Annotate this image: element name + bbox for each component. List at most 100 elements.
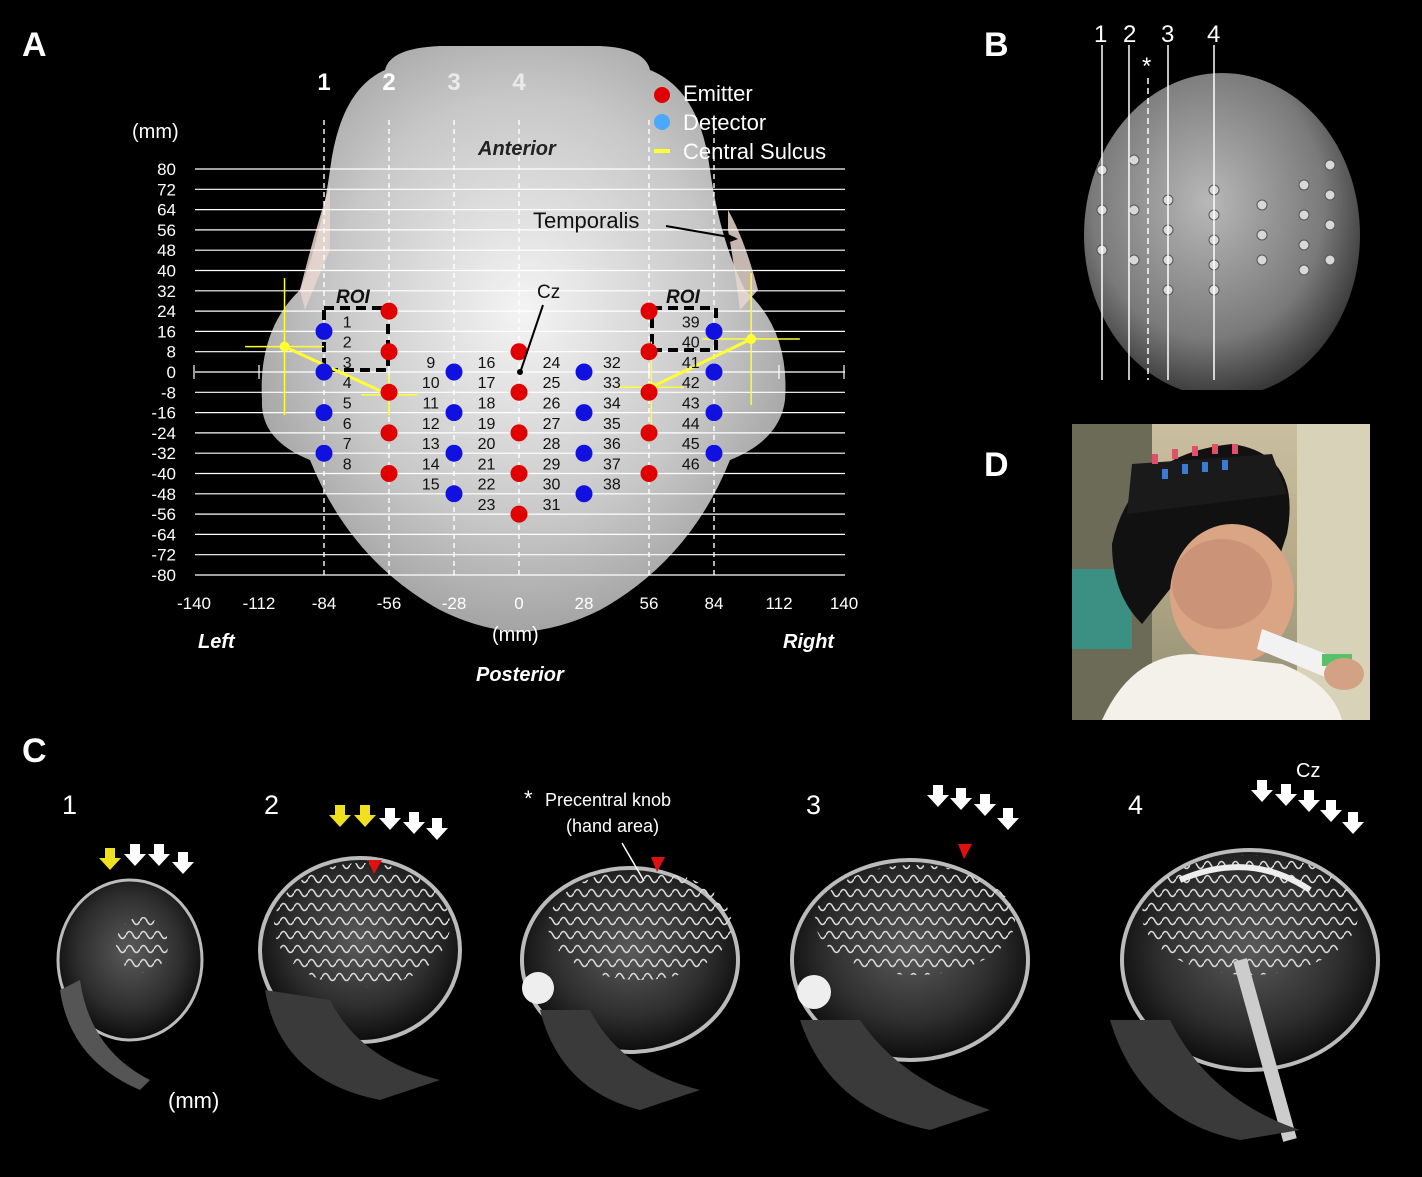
channel-label: 46 [682,456,700,473]
y-tick-label: -16 [151,404,176,423]
legend-detector-label: Detector [683,110,766,135]
detector-dot [445,485,463,503]
roi-box-left [322,306,390,372]
channel-label: 25 [543,375,561,392]
legend-emitter-dot [654,87,670,103]
down-arrow [124,844,146,866]
channel-label: 34 [603,395,621,412]
detector-dot [315,404,333,422]
channel-label: 6 [343,416,352,433]
y-tick-label: 80 [157,160,176,179]
mm-label-c: (mm) [168,1088,220,1113]
red-marker-precentral [651,857,665,872]
y-tick-label: 64 [157,201,176,220]
emitter-dot [640,343,658,361]
b-label-3: 3 [1161,21,1174,48]
mri-label-3: 3 [806,790,822,820]
detector-dot [575,363,593,381]
sulcus-point [279,341,290,352]
y-tick-label: -24 [151,424,176,443]
channel-label: 29 [543,456,561,473]
head-render: 1 2 3 4 * [1072,20,1372,397]
column-label: 2 [382,69,395,96]
right-label: Right [783,631,835,653]
x-tick-label: -140 [177,594,211,613]
y-tick-label: 32 [157,282,176,301]
down-arrow [426,818,448,840]
channel-label: 22 [478,477,496,494]
b-optode-knob [1128,204,1140,216]
b-label-1: 1 [1094,21,1107,48]
y-tick-label: 56 [157,221,176,240]
emitter-dot [510,465,528,482]
precentral-star: * [524,786,533,811]
mri-label-4: 4 [1128,790,1144,820]
emitter-dot [510,383,528,401]
mri-slices [56,780,1380,1142]
y-tick-label: -32 [151,444,176,463]
down-arrow [1275,784,1297,806]
mri-slice-1 [56,878,204,1090]
x-tick-label: -28 [442,594,467,613]
cz-pointer [520,304,544,371]
down-arrow [997,808,1019,830]
detector-dot [705,404,723,422]
head-silhouette [261,46,786,632]
channel-label: 23 [478,497,496,514]
temporalis-left [300,185,330,310]
down-arrow [1298,790,1320,812]
down-arrow [148,844,170,866]
b-optode-knob [1128,154,1140,166]
panel-label-c: C [22,732,47,770]
y-tick-label: -64 [151,525,176,544]
anterior-label: Anterior [477,138,557,160]
sulcus-point [746,334,757,345]
detector-dot [315,322,333,340]
channel-label: 24 [543,355,561,372]
channel-label: 30 [543,477,561,494]
b-optode-knob [1298,209,1310,221]
y-tick-label: 8 [167,343,176,362]
b-label-2: 2 [1123,21,1136,48]
left-label: Left [198,631,236,653]
y-tick-label: -8 [161,383,176,402]
b-optode-knob [1324,254,1336,266]
panel-label-a: A [22,26,47,64]
y-tick-label: 40 [157,262,176,281]
channel-label: 41 [682,355,700,372]
x-tick-label: -112 [243,594,276,613]
detector-dot [705,444,723,462]
y-tick-label: 0 [167,363,176,382]
skull-shape [1084,73,1360,397]
channel-label: 38 [603,477,621,494]
channel-label: 42 [682,375,700,392]
b-optode-knob [1256,254,1268,266]
channel-label: 7 [343,436,352,453]
emitter-dot [510,505,528,523]
down-arrow [379,808,401,830]
legend-sulcus-swatch [654,149,670,153]
y-tick-label: 16 [157,322,176,341]
channel-label: 21 [478,456,496,473]
channel-label: 32 [603,355,621,372]
b-optode-knob [1298,179,1310,191]
roi-label-left: ROI [336,287,371,308]
channel-label: 8 [343,456,352,473]
channel-label: 36 [603,436,621,453]
posterior-label: Posterior [476,664,565,686]
b-optode-knob [1324,219,1336,231]
y-tick-label: 72 [157,180,176,199]
down-arrow [403,812,425,834]
detector-dot [445,444,463,462]
x-tick-label: 140 [830,594,858,613]
emitter-dot [510,424,528,442]
channel-label: 26 [543,395,561,412]
channel-label: 10 [422,375,440,392]
y-tick-label: 24 [157,302,176,321]
down-arrow [927,785,949,807]
mri-label-1: 1 [62,790,78,820]
head-render-panel: 1 2 3 4 * [1072,20,1372,397]
channel-label: 16 [478,355,496,372]
detector-dot [575,444,593,462]
